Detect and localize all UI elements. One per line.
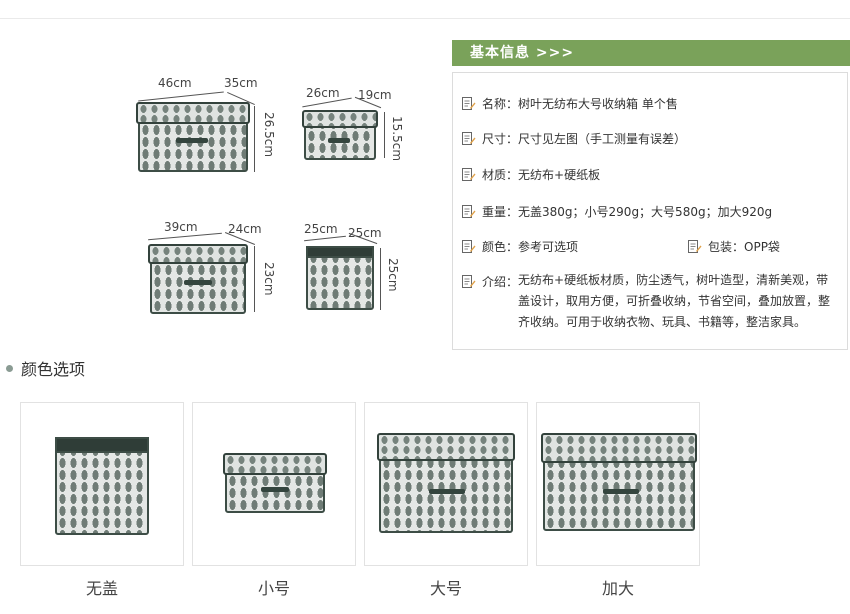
info-row-material: 材质： 无纺布+硬纸板 [461,166,600,183]
option-label: 加大 [601,579,634,598]
info-value: 无纺布+硬纸板材质，防尘透气，树叶造型，清新美观，带盖设计，取用方便，可折叠收纳… [518,273,831,329]
info-value: OPP袋 [744,240,780,254]
document-edit-icon [462,240,476,253]
info-key: 介绍： [482,275,519,289]
option-label: 无盖 [85,579,118,598]
lid-big [148,244,248,264]
info-value: 树叶无纺布大号收纳箱 单个售 [518,97,678,111]
document-edit-icon [462,205,476,218]
lid-large [136,102,250,124]
figure-big: 39cm 24cm 23cm [142,218,292,328]
dim-big-width: 39cm [164,220,198,234]
option-card-nolid[interactable] [20,402,184,566]
info-row-color: 颜色： 参考可选项 [461,238,578,255]
option-card-small[interactable] [192,402,356,566]
dim-large-height: 26.5cm [262,112,276,158]
info-value: 无纺布+硬纸板 [518,168,601,182]
info-key: 包装： [708,240,745,254]
option-label: 小号 [257,579,290,598]
box-nolid [306,250,374,310]
dim-large-width: 46cm [158,76,192,90]
info-value: 参考可选项 [518,240,579,254]
top-divider [0,18,850,19]
section-title: 颜色选项 [6,356,85,380]
info-row-intro: 介绍： 无纺布+硬纸板材质，防尘透气，树叶造型，清新美观，带盖设计，取用方便，可… [461,273,834,333]
option-card-big[interactable] [364,402,528,566]
info-value: 无盖380g；小号290g；大号580g；加大920g [518,205,773,219]
info-value: 尺寸见左图（手工测量有误差） [518,132,687,146]
info-header: 基本信息 >>> [452,40,850,66]
document-edit-icon [462,275,476,288]
info-key: 材质： [482,168,519,182]
info-row-size: 尺寸： 尺寸见左图（手工测量有误差） [461,130,686,147]
bullet-icon [6,364,13,372]
dim-nolid-height: 25cm [386,258,400,292]
document-edit-icon [462,97,476,110]
info-key: 重量： [482,205,519,219]
lid-small [302,110,378,128]
figure-small: 26cm 19cm 15.5cm [302,80,422,170]
option-card-xl[interactable] [536,402,700,566]
document-edit-icon [688,240,702,253]
info-key: 颜色： [482,240,519,254]
dim-big-height: 23cm [262,262,276,296]
dimension-figures: 46cm 35cm 26.5cm 26cm 19cm 15.5cm 39cm 2… [120,60,430,340]
info-row-name: 名称： 树叶无纺布大号收纳箱 单个售 [461,95,678,112]
document-edit-icon [462,168,476,181]
dim-large-depth: 35cm [224,76,258,90]
document-edit-icon [462,132,476,145]
info-row-packing: 包装： OPP袋 [687,238,780,255]
info-key: 尺寸： [482,132,519,146]
info-panel: 名称： 树叶无纺布大号收纳箱 单个售 尺寸： 尺寸见左图（手工测量有误差） 材质… [452,72,848,350]
option-label: 大号 [429,579,462,598]
figure-large: 46cm 35cm 26.5cm [120,60,280,190]
info-row-weight: 重量： 无盖380g；小号290g；大号580g；加大920g [461,203,772,220]
dim-nolid-depth: 25cm [348,226,382,240]
dim-small-height: 15.5cm [390,116,404,162]
dim-small-depth: 19cm [358,88,392,102]
dim-small-width: 26cm [306,86,340,100]
dim-big-depth: 24cm [228,222,262,236]
info-key: 名称： [482,97,519,111]
section-title-text: 颜色选项 [21,360,86,379]
figure-nolid: 25cm 25cm 25cm [302,220,422,330]
dim-nolid-width: 25cm [304,222,338,236]
